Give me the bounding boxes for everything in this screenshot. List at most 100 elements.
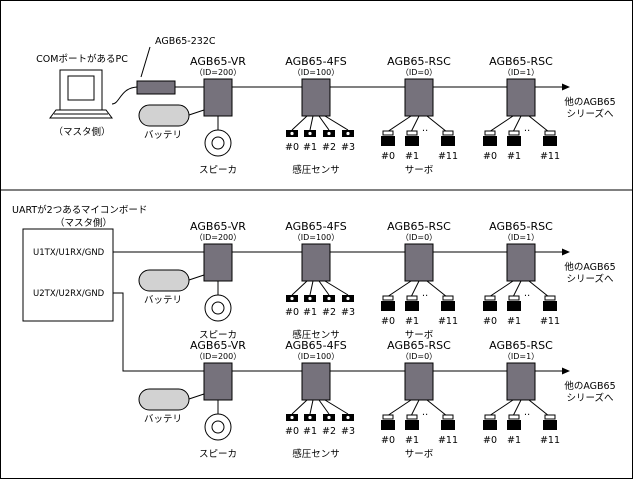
sensor-port-label: #1: [303, 142, 317, 153]
speaker-cone: [211, 301, 225, 315]
converter-pointer: [140, 46, 151, 78]
module-name: AGB65-4FS: [285, 220, 347, 233]
sensor-wire: [291, 280, 308, 296]
servo-wire: [528, 115, 550, 133]
servo-icon: [405, 301, 419, 311]
speaker-label: スピーカ: [199, 165, 237, 176]
servo-horn: [442, 414, 454, 420]
servo-horn: [484, 295, 496, 301]
converter-box: [136, 80, 176, 95]
next-series-label: シリーズへ: [566, 108, 614, 120]
battery-wire: [188, 274, 205, 281]
servo-horn: [406, 130, 418, 136]
sensor-dot: [308, 131, 312, 136]
module-name: AGB65-RSC: [489, 220, 553, 233]
sensor-port-label: #0: [285, 307, 299, 318]
pc-cable: [111, 86, 138, 105]
module-name: AGB65-4FS: [285, 339, 347, 352]
sensor-dot: [290, 415, 294, 420]
servo-ellipsis: ‥: [422, 407, 428, 418]
servo-icon: [543, 136, 557, 146]
module-name: AGB65-RSC: [387, 339, 451, 352]
servo-icon: [507, 420, 521, 430]
servo-port-label: #0: [483, 316, 497, 327]
servo-port-label: #1: [507, 151, 521, 162]
servo-port-label: #1: [405, 435, 419, 446]
servo-port-label: #0: [483, 151, 497, 162]
sensor-label: 感圧センサ: [292, 448, 340, 460]
servo-horn: [508, 130, 520, 136]
servo-wire: [488, 280, 514, 298]
sensor-port-label: #2: [322, 426, 336, 437]
speaker-label: スピーカ: [199, 330, 237, 341]
servo-horn: [484, 414, 496, 420]
next-series-label: 他のAGB65: [564, 96, 615, 108]
servo-wire: [426, 399, 448, 417]
sensor-dot: [327, 415, 331, 420]
sensor-label: 感圧センサ: [292, 329, 340, 341]
servo-wire: [528, 399, 550, 417]
module-box-rsc2: [506, 362, 536, 401]
battery-wire: [188, 393, 205, 400]
speaker-cone: [211, 136, 225, 150]
servo-icon: [381, 420, 395, 430]
module-id: （ID=0）: [401, 352, 437, 361]
module-id: （ID=200）: [195, 68, 242, 77]
servo-port-label: #11: [540, 435, 560, 446]
sensor-wire: [324, 280, 349, 296]
module-name: AGB65-VR: [190, 55, 246, 68]
servo-ellipsis: ‥: [524, 123, 530, 134]
servo-ellipsis: ‥: [524, 407, 530, 418]
servo-wire: [512, 115, 522, 133]
next-series-label: シリーズへ: [566, 392, 614, 404]
sensor-port-label: #3: [341, 426, 355, 437]
servo-horn: [406, 295, 418, 301]
module-box-fs: [301, 78, 331, 117]
sensor-port-label: #0: [285, 426, 299, 437]
speaker-label: スピーカ: [199, 449, 237, 460]
sensor-port-label: #3: [341, 307, 355, 318]
servo-ellipsis: ‥: [422, 288, 428, 299]
pc-label: COMポートがあるPC: [36, 53, 128, 65]
module-id: （ID=200）: [195, 233, 242, 242]
servo-icon: [381, 136, 395, 146]
servo-label: サーボ: [405, 165, 434, 176]
servo-horn: [544, 414, 556, 420]
uart2-line: [113, 292, 205, 372]
servo-port-label: #11: [438, 435, 458, 446]
servo-label: サーボ: [405, 330, 434, 341]
next-series-label: 他のAGB65: [564, 380, 615, 392]
sensor-dot: [346, 415, 350, 420]
servo-wire: [386, 399, 412, 417]
servo-port-label: #0: [381, 435, 395, 446]
servo-horn: [442, 295, 454, 301]
module-id: （ID=1）: [503, 68, 539, 77]
module-box-vr: [203, 362, 233, 401]
sensor-dot: [327, 131, 331, 136]
sensor-dot: [290, 296, 294, 301]
servo-port-label: #0: [381, 316, 395, 327]
module-name: AGB65-RSC: [489, 339, 553, 352]
sensor-wire: [318, 399, 330, 415]
module-name: AGB65-RSC: [387, 55, 451, 68]
module-name: AGB65-RSC: [489, 55, 553, 68]
servo-port-label: #11: [540, 151, 560, 162]
servo-wire: [386, 115, 412, 133]
bus-arrow: [562, 248, 570, 256]
sensor-wire: [324, 399, 349, 415]
servo-port-label: #1: [507, 316, 521, 327]
servo-icon: [405, 136, 419, 146]
servo-label: サーボ: [405, 449, 434, 460]
servo-icon: [441, 420, 455, 430]
battery-icon: [138, 104, 190, 127]
servo-icon: [507, 136, 521, 146]
servo-horn: [544, 130, 556, 136]
sensor-wire: [324, 115, 349, 131]
servo-port-label: #11: [438, 316, 458, 327]
uart-title: UARTが2つあるマイコンボード: [12, 204, 147, 216]
uart-board: [22, 228, 114, 322]
module-name: AGB65-VR: [190, 339, 246, 352]
pc-icon: [49, 69, 113, 119]
module-id: （ID=0）: [401, 233, 437, 242]
battery-icon: [138, 388, 190, 411]
